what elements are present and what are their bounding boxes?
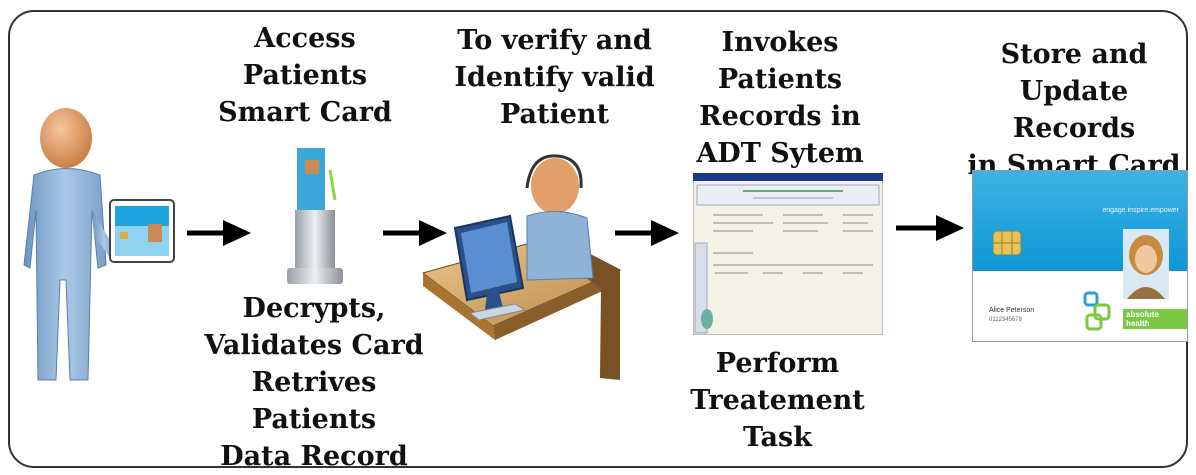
store-update-label: Store and Update Records in Smart Card [967,39,1181,181]
invoke-records-label: Invokes Patients Records in ADT Sytem [696,27,864,169]
chip-icon [993,231,1021,255]
large-smart-card: engage.inspire.empower Alice Peterson 01… [972,170,1188,342]
health-logo-icon [1083,291,1111,331]
decrypt-validate-label: Decrypts, Validates Card Retrives Patien… [204,293,424,472]
access-card-label: Access Patients Smart Card [218,23,392,128]
small-smart-card [109,199,175,263]
operator-at-desk [421,154,622,380]
card-brand: absolute health [1123,309,1187,329]
holder-photo [1123,229,1169,299]
holder-name: Alice Peterson [989,307,1035,314]
card-reader-kiosk [287,148,343,284]
arrow-3 [615,220,679,246]
arrow-1 [187,220,251,246]
patient-figure [23,108,175,381]
arrow-4 [896,215,964,241]
holder-id: 0112345678 [989,317,1022,323]
perform-treatment-label: Perform Treatement Task [690,348,865,453]
card-tagline: engage.inspire.empower [1102,207,1179,214]
adt-system-window [693,173,883,335]
verify-patient-label: To verify and Identify valid Patient [454,25,655,130]
arrow-2 [383,220,447,246]
